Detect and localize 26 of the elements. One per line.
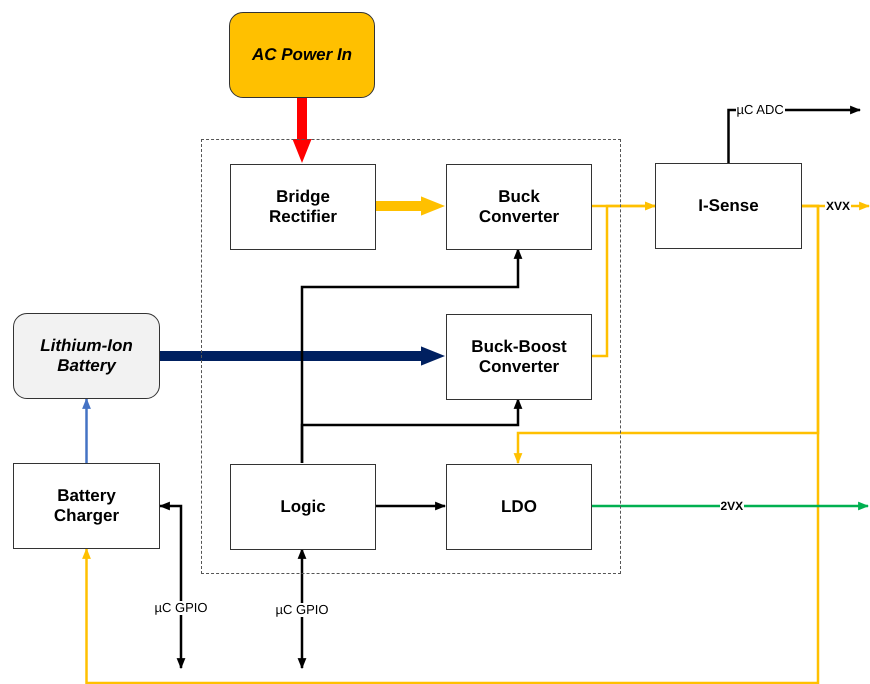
edge-label: µC GPIO <box>154 601 208 616</box>
rounded-block: Lithium-Ion Battery <box>13 313 160 399</box>
process-block: Buck-Boost Converter <box>446 314 592 400</box>
process-block: Buck Converter <box>446 164 592 250</box>
rounded-block: AC Power In <box>229 12 375 98</box>
process-block: I-Sense <box>655 163 802 249</box>
arrow <box>292 98 312 163</box>
process-block: Logic <box>230 464 376 550</box>
edge-label: µC GPIO <box>274 603 330 618</box>
edge-label: 2VX <box>720 500 744 513</box>
process-block: LDO <box>446 464 592 550</box>
arrow <box>160 346 445 366</box>
arrow <box>82 398 91 463</box>
arrow <box>158 502 186 670</box>
dashed-group-box <box>201 139 621 574</box>
arrow <box>375 502 446 510</box>
process-block: Battery Charger <box>13 463 160 549</box>
arrow <box>300 398 522 463</box>
arrow <box>82 204 820 684</box>
arrow <box>298 548 306 670</box>
edge-label: XVX <box>825 200 852 213</box>
process-block: Bridge Rectifier <box>230 164 376 250</box>
arrow <box>591 202 656 358</box>
arrow <box>591 502 870 510</box>
edge-label: µC ADC <box>736 103 785 118</box>
arrow <box>375 196 445 216</box>
